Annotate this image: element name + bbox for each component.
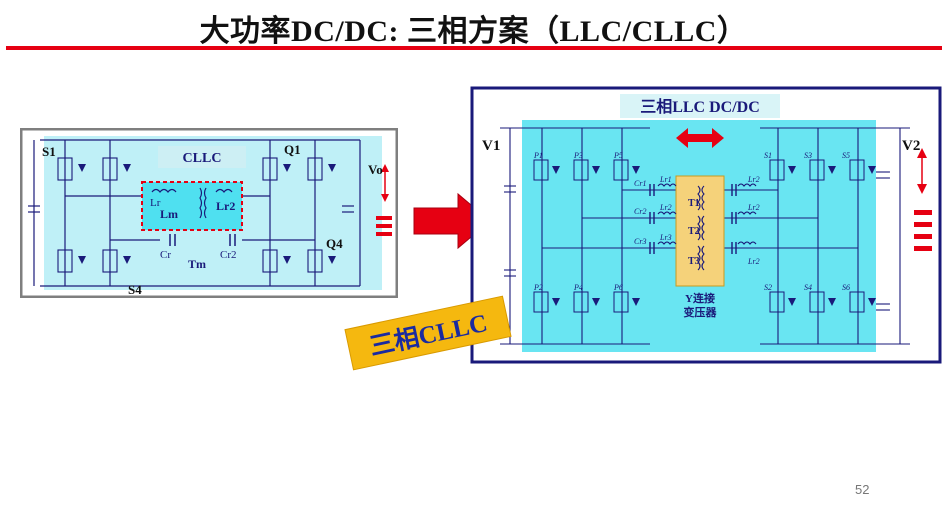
- left-label-s4: S4: [128, 282, 142, 297]
- right-three-phase-circuit: 三相LLC DC/DC: [470, 86, 942, 364]
- left-label-lm: Lm: [160, 207, 178, 221]
- inductor-label: Lr2: [747, 257, 760, 266]
- inductor-label: Lr2: [659, 203, 672, 212]
- page-title: 大功率DC/DC: 三相方案（LLC/CLLC）: [199, 15, 748, 48]
- switch-label: P5: [613, 151, 623, 160]
- switch-label: S3: [804, 151, 812, 160]
- inductor-label: Lr1: [659, 175, 672, 184]
- left-cllc-circuit: CLLC S1 S4 Q1 Q4 Lr Lm Lr2 Cr Cr2 Tm Vo: [20, 128, 398, 298]
- transformer-label: T2: [688, 226, 700, 237]
- switch-label: P3: [573, 151, 583, 160]
- right-label-v2: V2: [902, 138, 920, 154]
- cap-label: Cr2: [634, 207, 646, 216]
- y-transformer-label-line1: Y连接: [685, 291, 715, 305]
- y-transformer-label-line2: 变压器: [684, 305, 718, 319]
- left-label-q1: Q1: [284, 142, 301, 157]
- switch-label: S4: [804, 283, 812, 292]
- transformer-label: T3: [688, 256, 700, 267]
- inductor-label: Lr2: [747, 175, 760, 184]
- right-header: 三相LLC DC/DC: [640, 97, 760, 116]
- switch-label: P6: [613, 283, 623, 292]
- switch-label: S1: [764, 151, 772, 160]
- left-label-cr: Cr: [160, 249, 171, 261]
- page-number: 52: [855, 482, 870, 497]
- left-label-lr2: Lr2: [216, 199, 235, 213]
- title-underline: [6, 46, 942, 50]
- left-label-s1: S1: [42, 144, 56, 159]
- switch-label: P1: [533, 151, 543, 160]
- switch-label: S6: [842, 283, 850, 292]
- cap-label: Cr3: [634, 237, 646, 246]
- inductor-label: Lr3: [659, 233, 672, 242]
- left-label-vo: Vo: [368, 162, 383, 177]
- switch-label: P2: [533, 283, 543, 292]
- left-label-cr2: Cr2: [220, 249, 237, 261]
- right-label-v1: V1: [482, 138, 500, 154]
- switch-label: S2: [764, 283, 772, 292]
- switch-label: S5: [842, 151, 850, 160]
- switch-label: P4: [573, 283, 583, 292]
- left-label-q4: Q4: [326, 236, 343, 251]
- left-label-cllc: CLLC: [183, 151, 222, 166]
- left-label-tm: Tm: [188, 257, 206, 271]
- left-label-lr: Lr: [150, 197, 161, 209]
- inductor-label: Lr2: [747, 203, 760, 212]
- transformer-label: T1: [688, 198, 700, 209]
- cap-label: Cr1: [634, 179, 646, 188]
